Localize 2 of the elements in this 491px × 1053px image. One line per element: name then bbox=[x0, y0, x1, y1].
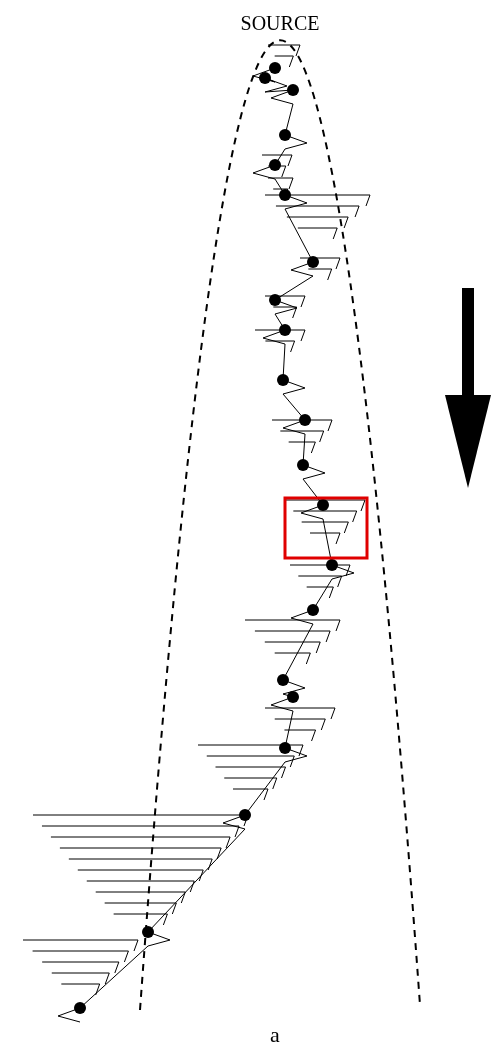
label-text: a bbox=[269, 1021, 281, 1049]
label-text: SOURCE bbox=[239, 11, 321, 36]
